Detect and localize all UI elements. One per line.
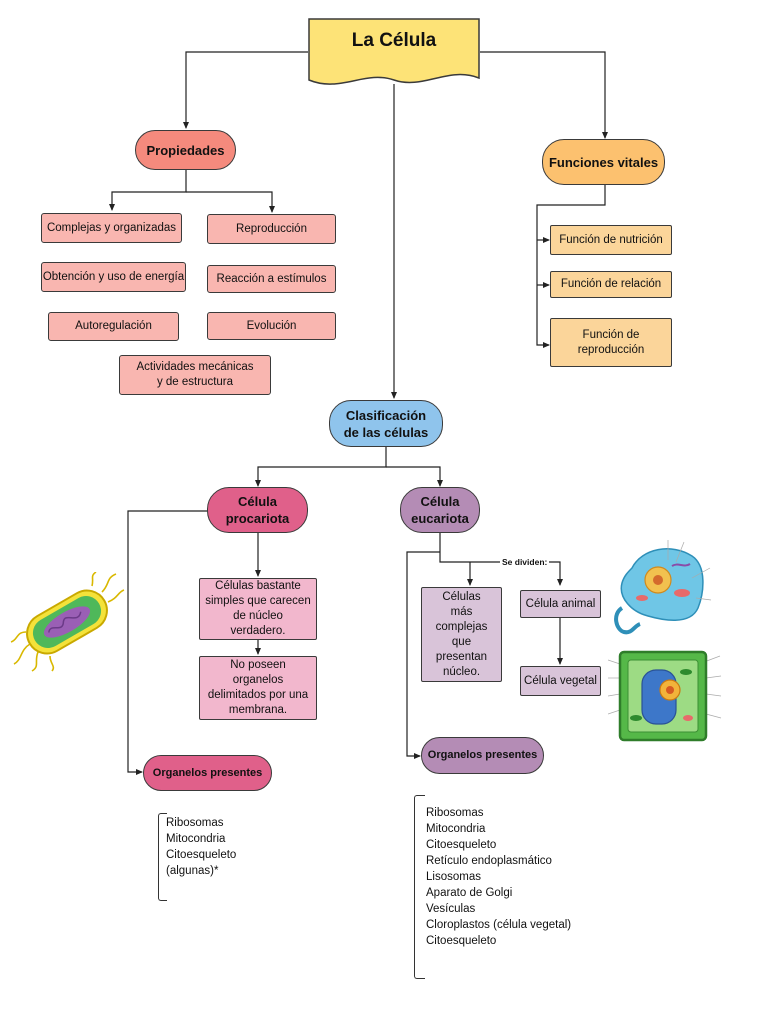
organelo-item: Mitocondria: [166, 833, 226, 845]
funcion-item: Función de relación: [550, 271, 672, 298]
property-item: Autoregulación: [48, 312, 179, 341]
organelo-item: (algunas)*: [166, 865, 219, 877]
title-banner: La Célula: [308, 18, 480, 88]
se-dividen-label: Se dividen:: [500, 557, 550, 567]
property-item: Reproducción: [207, 214, 336, 244]
eucariota-organelos-list: Ribosomas Mitocondria Citoesqueleto Retí…: [426, 805, 571, 949]
procariota-organelos-node: Organelos presentes: [143, 755, 272, 791]
property-item: Complejas y organizadas: [41, 213, 182, 243]
funcion-item: Función de nutrición: [550, 225, 672, 255]
organelo-item: Citoesqueleto: [426, 839, 497, 851]
eucariota-node: Célula eucariota: [400, 487, 480, 533]
eucariota-organelos-bracket: [414, 795, 425, 979]
organelo-item: Retículo endoplasmático: [426, 855, 552, 867]
organelo-item: Ribosomas: [426, 807, 484, 819]
organelo-item: Mitocondria: [426, 823, 486, 835]
property-item: Obtención y uso de energía: [41, 262, 186, 292]
eucariota-organelos-node: Organelos presentes: [421, 737, 544, 774]
animal-cell-illustration: [614, 540, 712, 635]
organelo-item: Aparato de Golgi: [426, 887, 513, 899]
animal-cell-box: Célula animal: [520, 590, 601, 618]
organelo-item: Citoesqueleto: [166, 849, 237, 861]
plant-cell-illustration: [608, 650, 722, 742]
property-item: Reacción a estímulos: [207, 265, 336, 293]
funciones-node: Funciones vitales: [542, 139, 665, 185]
page-title: La Célula: [351, 30, 437, 51]
procariota-organelos-list: Ribosomas Mitocondria Citoesqueleto (alg…: [166, 815, 236, 879]
banner-shape: [308, 18, 480, 85]
property-item: Actividades mecánicas y de estructura: [119, 355, 271, 395]
organelo-item: Cloroplastos (célula vegetal): [426, 919, 572, 931]
eucariota-description: Células más complejas que presentan núcl…: [421, 587, 502, 682]
organelo-item: Ribosomas: [166, 817, 224, 829]
property-item: Evolución: [207, 312, 336, 340]
propiedades-node: Propiedades: [135, 130, 236, 170]
bacterium-illustration: [10, 572, 125, 672]
clasificacion-node: Clasificación de las células: [329, 400, 443, 447]
procariota-organelos-bracket: [158, 813, 167, 901]
organelo-item: Lisosomas: [426, 871, 481, 883]
procariota-description: Células bastante simples que carecen de …: [199, 578, 317, 640]
funcion-item: Función de reproducción: [550, 318, 672, 367]
organelo-item: Citoesqueleto: [426, 935, 497, 947]
plant-cell-box: Célula vegetal: [520, 666, 601, 696]
organelo-item: Vesículas: [426, 903, 476, 915]
procariota-membrane-note: No poseen organelos delimitados por una …: [199, 656, 317, 720]
procariota-node: Célula procariota: [207, 487, 308, 533]
